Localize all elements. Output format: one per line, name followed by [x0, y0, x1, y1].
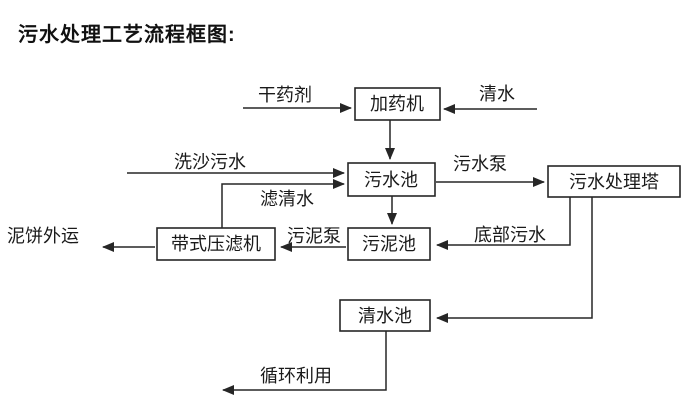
- node-treatment-tower-label: 污水处理塔: [569, 172, 659, 192]
- node-treatment-tower: [547, 165, 681, 198]
- label-clean-water: 清水: [479, 84, 515, 104]
- node-sludge-pool-label: 污泥池: [362, 234, 416, 254]
- node-dosing-machine-label: 加药机: [370, 94, 424, 114]
- arrow-filtered-water: [221, 179, 345, 228]
- node-sewage-pool-label: 污水池: [364, 170, 418, 190]
- node-dosing-machine: [354, 87, 441, 121]
- node-clean-water-pool: [339, 299, 431, 332]
- label-dry-agent: 干药剂: [258, 85, 312, 105]
- edge-labels: 干药剂 清水 洗沙污水 滤清水 污水泵 底部污水 污泥泵 泥饼外运 循环利用: [7, 84, 546, 386]
- label-sludge-pump: 污泥泵: [287, 226, 341, 246]
- arrow-tower-to-clean-water-pool: [436, 197, 593, 323]
- edges: [102, 103, 593, 395]
- node-clean-water-pool-label: 清水池: [358, 306, 412, 326]
- node-belt-filter-press: [156, 227, 276, 261]
- label-mud-cake-out: 泥饼外运: [7, 226, 79, 246]
- node-sewage-pool: [347, 162, 436, 197]
- nodes: 加药机 污水池 污水处理塔 带式压滤机 污泥池 清水池: [156, 87, 681, 332]
- page-title: 污水处理工艺流程框图:: [18, 24, 236, 46]
- arrow-recycle: [222, 331, 387, 395]
- label-sewage-pump: 污水泵: [453, 154, 507, 174]
- node-belt-filter-press-label: 带式压滤机: [171, 234, 261, 254]
- label-sand-washing-sewage: 洗沙污水: [174, 152, 246, 172]
- label-bottom-sewage: 底部污水: [474, 225, 546, 245]
- label-recycle: 循环利用: [260, 366, 332, 386]
- arrow-bottom-sewage: [436, 197, 571, 250]
- label-filtered-water: 滤清水: [260, 189, 314, 209]
- node-sludge-pool: [347, 227, 431, 261]
